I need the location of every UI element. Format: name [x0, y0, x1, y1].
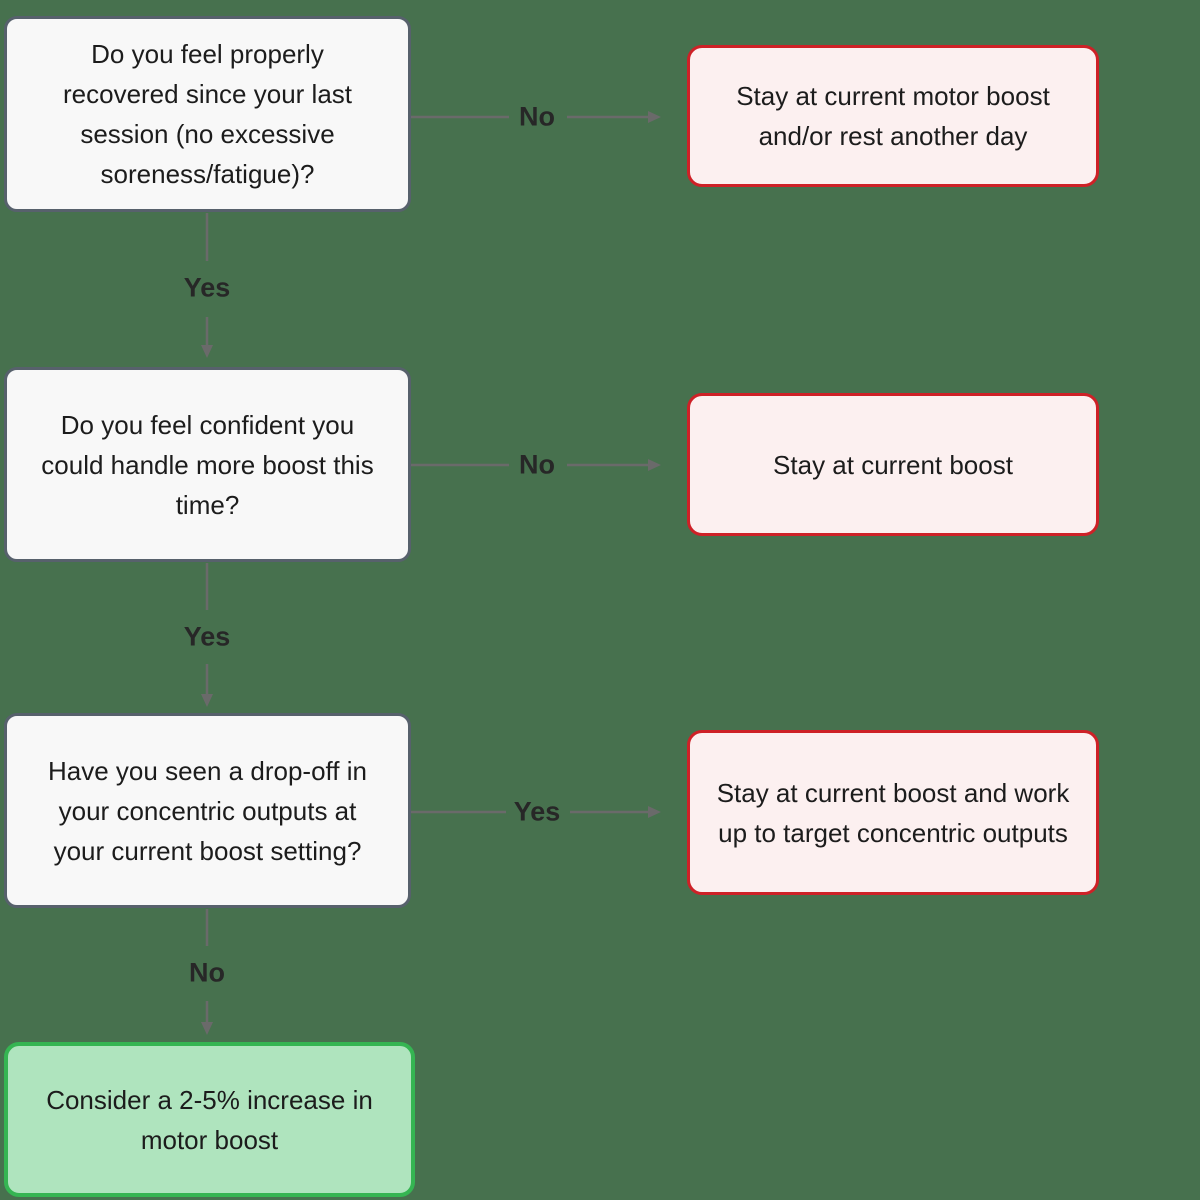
edge-q1-o1: [411, 111, 661, 123]
edge-label-yes: Yes: [183, 272, 231, 303]
edge-label-yes: Yes: [183, 621, 231, 652]
edge-label-no: No: [519, 449, 555, 480]
question-text: Do you feel confident you could handle m…: [41, 409, 374, 520]
arrow-down-icon: [201, 1022, 213, 1035]
edge-q2-q3: [201, 563, 213, 707]
outcome-text: Stay at current boost: [773, 449, 1013, 480]
arrow-down-icon: [201, 345, 213, 358]
question-node-confident: Do you feel confident you could handle m…: [4, 367, 411, 562]
question-node-dropoff: Have you seen a drop-off in your concent…: [4, 713, 411, 908]
edge-q1-q2: [201, 213, 213, 358]
edge-label-no: No: [519, 101, 555, 132]
question-text: Do you feel properly recovered since you…: [62, 39, 353, 189]
question-node-recovered: Do you feel properly recovered since you…: [4, 16, 411, 212]
arrow-right-icon: [648, 806, 661, 818]
arrow-right-icon: [648, 111, 661, 123]
edge-q3-o3: [411, 806, 661, 818]
edge-label-no: No: [189, 957, 225, 988]
outcome-node-stay-current: Stay at current boost: [687, 393, 1099, 536]
outcome-node-increase-boost: Consider a 2-5% increase in motor boost: [4, 1042, 415, 1197]
outcome-text: Consider a 2-5% increase in motor boost: [46, 1084, 373, 1155]
question-text: Have you seen a drop-off in your concent…: [48, 755, 367, 866]
outcome-node-work-up-to-target: Stay at current boost and work up to tar…: [687, 730, 1099, 895]
arrow-down-icon: [201, 694, 213, 707]
edge-q2-o2: [411, 459, 661, 471]
edge-q3-o4: [201, 909, 213, 1035]
outcome-text: Stay at current boost and work up to tar…: [716, 777, 1070, 848]
edge-label-yes: Yes: [513, 796, 561, 827]
arrow-right-icon: [648, 459, 661, 471]
outcome-node-stay-and-rest: Stay at current motor boost and/or rest …: [687, 45, 1099, 187]
outcome-text: Stay at current motor boost and/or rest …: [736, 81, 1050, 151]
